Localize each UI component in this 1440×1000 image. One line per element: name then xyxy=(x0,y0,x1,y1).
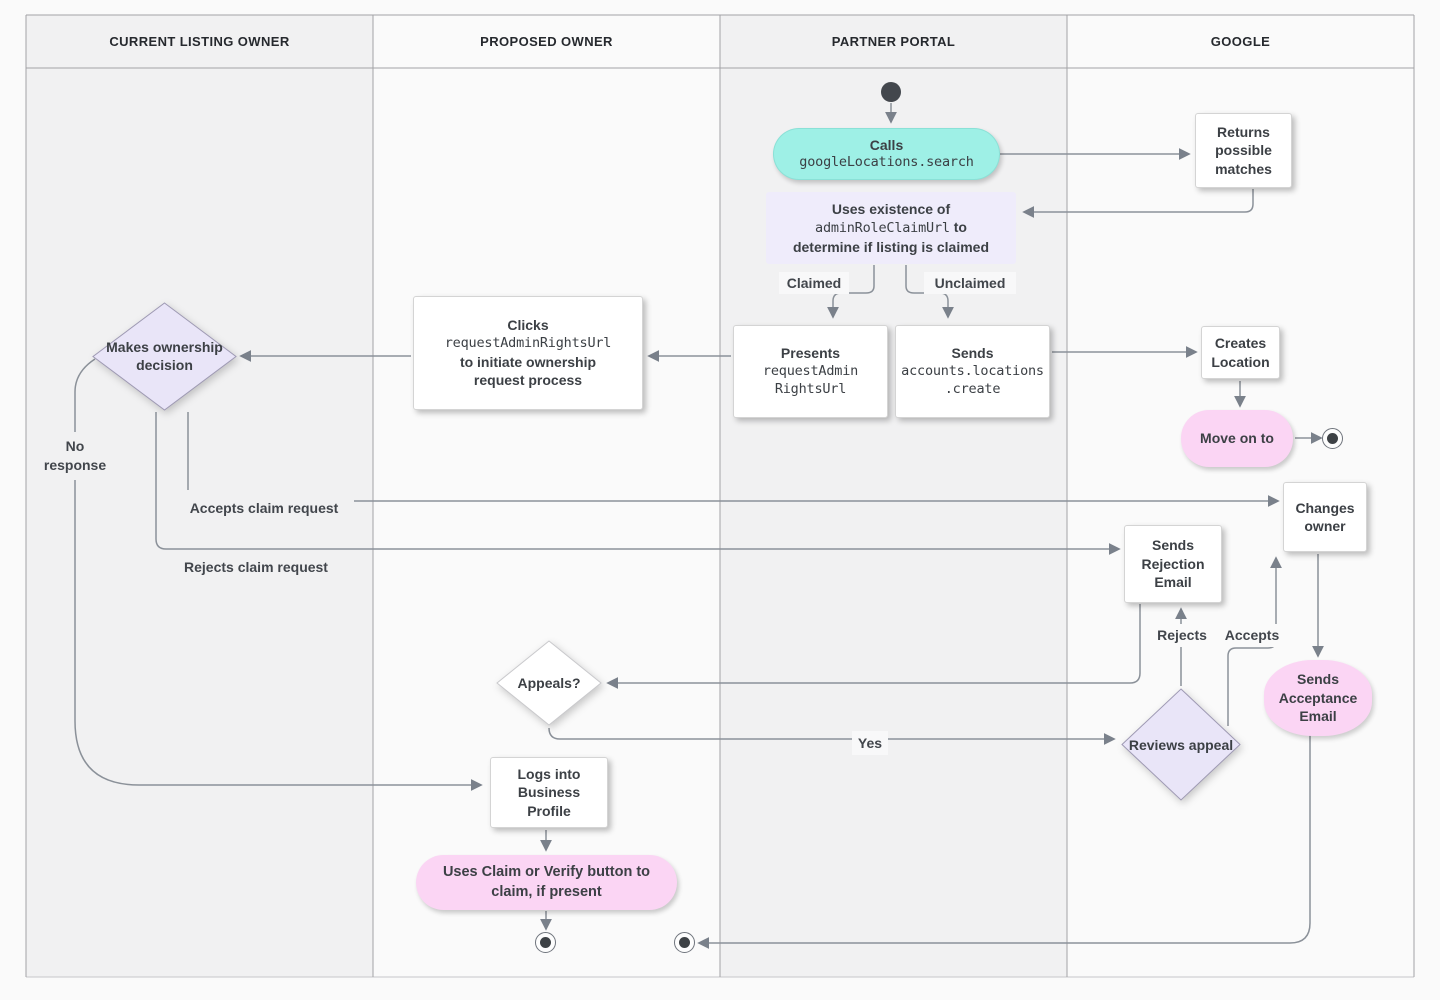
returns-possible-matches-node: Returns possible matches xyxy=(1195,113,1292,188)
flow-end-node-create xyxy=(1322,428,1343,449)
node-label: Returns possible matches xyxy=(1215,123,1272,177)
node-title: Calls xyxy=(869,136,904,153)
move-on-node: Move on to xyxy=(1181,410,1293,467)
node-label: Changes owner xyxy=(1295,499,1355,534)
edge-label-no-response: No response xyxy=(42,432,108,480)
node-code: adminRoleClaimUrl xyxy=(815,220,950,237)
node-text: Clicks xyxy=(507,317,549,334)
lane-header-current-listing-owner: CURRENT LISTING OWNER xyxy=(26,15,373,68)
end-node-dot xyxy=(679,937,690,948)
reviews-appeal-diamond-shape xyxy=(1121,688,1241,801)
edge-label-claimed: Claimed xyxy=(779,272,849,294)
reviews-appeal-diamond: Reviews appeal xyxy=(1122,717,1240,773)
node-code: googleLocations.search xyxy=(799,154,974,171)
node-label: Reviews appeal xyxy=(1128,736,1234,753)
node-label: Sends Acceptance Email xyxy=(1278,671,1358,725)
lane-header-partner-portal: PARTNER PORTAL xyxy=(720,15,1067,68)
changes-owner-node: Changes owner xyxy=(1283,482,1367,552)
ownership-decision-diamond-shape xyxy=(92,302,237,411)
node-label: Uses Claim or Verify button to claim, if… xyxy=(442,864,651,900)
calls-google-locations-node: Calls googleLocations.search xyxy=(773,128,1000,180)
flow-end-node-transfer xyxy=(674,932,695,953)
lane-title: GOOGLE xyxy=(1210,34,1271,49)
node-code: RightsUrl xyxy=(774,380,847,397)
edge-label-yes: Yes xyxy=(852,731,888,755)
node-code: accounts.locations xyxy=(901,362,1044,379)
sends-rejection-email-node: Sends Rejection Email xyxy=(1124,525,1222,603)
lane-title: CURRENT LISTING OWNER xyxy=(109,34,290,49)
node-label: Creates Location xyxy=(1211,335,1270,370)
node-label: Makes ownership decision xyxy=(106,338,223,373)
node-code: .create xyxy=(944,380,1001,397)
presents-request-admin-rights-node: Presents requestAdmin RightsUrl xyxy=(733,325,888,418)
appeals-diamond: Appeals? xyxy=(497,667,601,699)
node-code: requestAdminRightsUrl xyxy=(444,334,612,351)
edge-label-accepts-claim-request: Accepts claim request xyxy=(174,490,354,526)
appeals-diamond-shape xyxy=(496,640,602,726)
node-label: Sends Rejection Email xyxy=(1141,537,1205,591)
node-label: Appeals? xyxy=(517,674,581,691)
sends-accounts-locations-create-node: Sends accounts.locations .create xyxy=(895,325,1050,418)
claim-verify-button-node: Uses Claim or Verify button to claim, if… xyxy=(416,855,677,910)
lane-title: PARTNER PORTAL xyxy=(831,34,956,49)
end-node-dot xyxy=(1327,433,1338,444)
node-code: requestAdmin xyxy=(762,362,859,379)
lane-header-proposed-owner: PROPOSED OWNER xyxy=(373,15,720,68)
clicks-request-admin-rights-node: Clicks requestAdminRightsUrl to initiate… xyxy=(413,296,643,410)
node-title: Sends xyxy=(951,345,994,362)
creates-location-node: Creates Location xyxy=(1201,326,1280,379)
logs-into-business-profile-node: Logs into Business Profile xyxy=(490,757,608,828)
lane-title: PROPOSED OWNER xyxy=(480,34,613,49)
node-label: Move on to xyxy=(1200,430,1274,447)
node-text: adminRoleClaimUrl to xyxy=(815,219,967,237)
node-text: to initiate ownership xyxy=(459,353,597,370)
uses-existence-node: Uses existence of adminRoleClaimUrl to d… xyxy=(766,192,1016,264)
edge-label-unclaimed: Unclaimed xyxy=(924,272,1016,294)
ownership-decision-diamond: Makes ownership decision xyxy=(104,320,225,392)
node-text: Uses existence of xyxy=(831,200,951,217)
node-label: Logs into Business Profile xyxy=(517,765,581,819)
lane-header-google: GOOGLE xyxy=(1067,15,1414,68)
flow-end-node-claim xyxy=(535,932,556,953)
node-title: Presents xyxy=(780,345,841,362)
edge-label-accepts: Accepts xyxy=(1218,624,1286,647)
flow-start-node xyxy=(881,82,901,102)
sends-acceptance-email-node: Sends Acceptance Email xyxy=(1264,660,1372,736)
edge-label-rejects: Rejects xyxy=(1150,624,1214,647)
node-text: determine if listing is claimed xyxy=(792,238,990,255)
node-text: request process xyxy=(473,372,583,389)
edge-label-rejects-claim-request: Rejects claim request xyxy=(168,553,344,581)
end-node-dot xyxy=(540,937,551,948)
